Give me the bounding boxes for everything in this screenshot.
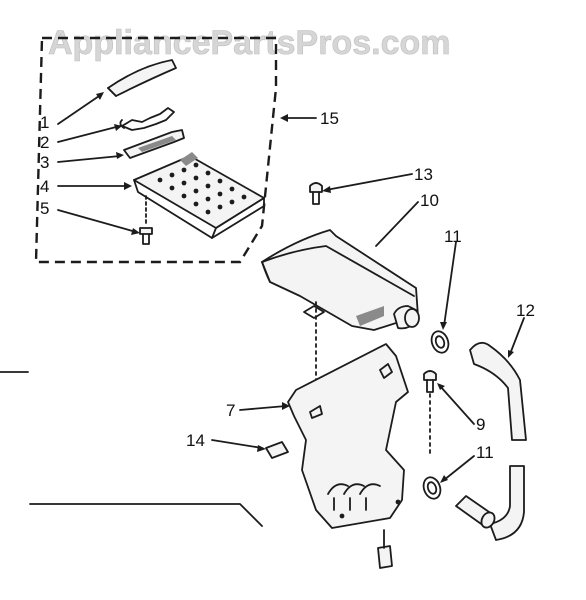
reference-line-bottom: [29, 503, 263, 527]
hose-end-stub: [455, 495, 496, 529]
callout-15: 15: [320, 109, 339, 128]
part-11-clamp-upper: [430, 330, 450, 354]
callout-4: 4: [40, 177, 49, 196]
callout-14: 14: [186, 431, 205, 450]
callout-5: 5: [40, 199, 49, 218]
part-2-clip: [119, 107, 175, 131]
part-12-hose: [469, 341, 527, 541]
part-1-cover: [107, 59, 177, 97]
part-7-plate: [287, 343, 409, 569]
callout-9: 9: [476, 415, 485, 434]
callout-12: 12: [516, 301, 535, 320]
assembly-boundary: [34, 36, 278, 264]
part-9-screw: [423, 370, 437, 457]
part-4-tray: [133, 152, 265, 239]
part-11-clamp-lower: [422, 476, 442, 500]
callout-11-upper: 11: [444, 227, 462, 246]
tray-holes: [157, 162, 247, 215]
callout-13: 13: [414, 165, 433, 184]
callout-10: 10: [420, 191, 439, 210]
part-14-clip: [265, 441, 289, 459]
watermark: AppliancePartsPros.com: [48, 24, 450, 62]
callout-3: 3: [40, 153, 49, 172]
leader-lines: [57, 92, 525, 483]
part-10-housing: [261, 229, 420, 421]
part-5-screw: [139, 195, 153, 245]
callout-1: 1: [40, 113, 49, 132]
callout-2: 2: [40, 133, 49, 152]
part-13-screw: [309, 182, 323, 205]
callout-11-lower: 11: [476, 443, 494, 462]
callout-labels: 1 2 3 4 5 15 13 10 11 12 7 14 9 11: [40, 109, 535, 462]
part-3-bracket: [123, 129, 185, 159]
callout-7: 7: [226, 401, 235, 420]
